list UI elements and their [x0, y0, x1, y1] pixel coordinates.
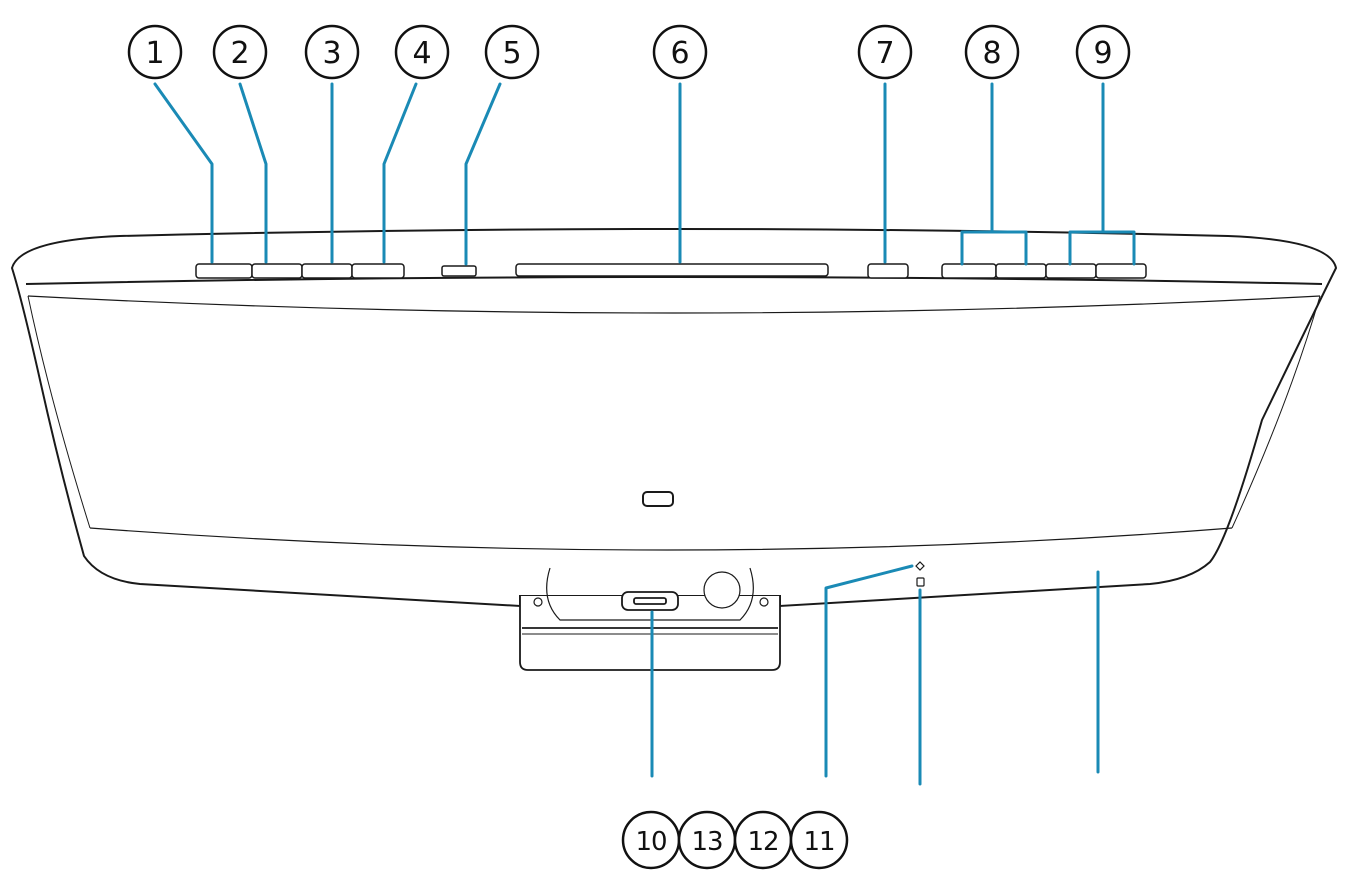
grille-lower-edge — [89, 527, 1233, 551]
callout-1: 1 — [127, 24, 183, 80]
leader-11 — [824, 564, 914, 778]
callout-10: 10 — [621, 810, 681, 870]
callout-3: 3 — [304, 24, 360, 80]
button-1[interactable] — [195, 263, 253, 279]
indicators — [915, 561, 925, 587]
leader-4 — [382, 82, 418, 264]
callout-4: 4 — [394, 24, 450, 80]
callout-11: 11 — [789, 810, 849, 870]
dock-base — [519, 596, 781, 671]
top-leader-lines — [153, 82, 1136, 266]
ir-sensor — [915, 561, 925, 571]
callout-2: 2 — [212, 24, 268, 80]
button-2[interactable] — [251, 263, 303, 279]
grille-upper-edge — [27, 295, 1321, 314]
button-3[interactable] — [301, 263, 353, 279]
callout-10-label: 10 — [635, 827, 666, 857]
dock-screw-right — [759, 597, 769, 607]
center-logo-slot — [642, 491, 674, 507]
callout-8: 8 — [964, 24, 1020, 80]
speaker-shell — [10, 228, 1338, 608]
callout-7-label: 7 — [875, 36, 894, 71]
callout-7: 7 — [857, 24, 913, 80]
front-contour-right — [1231, 295, 1321, 529]
leader-2 — [238, 82, 268, 264]
dock-connector-pin — [633, 597, 667, 605]
callout-8-label: 8 — [982, 36, 1001, 71]
callout-2-label: 2 — [230, 36, 249, 71]
callout-13: 13 — [677, 810, 737, 870]
leader-5 — [464, 82, 502, 266]
leader-9-bracket — [1068, 230, 1136, 266]
callout-13-label: 13 — [691, 827, 722, 857]
top-controls — [195, 263, 1147, 279]
callout-1-label: 1 — [145, 36, 164, 71]
standby-indicator — [916, 577, 925, 587]
callout-9: 9 — [1075, 24, 1131, 80]
callout-5: 5 — [484, 24, 540, 80]
callout-11-label: 11 — [803, 827, 834, 857]
top-callouts: 1 2 3 4 5 6 7 8 — [127, 24, 1131, 80]
dock-tray — [546, 567, 754, 621]
callout-4-label: 4 — [412, 36, 431, 71]
callout-6-label: 6 — [670, 36, 689, 71]
callout-6: 6 — [652, 24, 708, 80]
usb-port[interactable] — [441, 265, 477, 277]
callout-5-label: 5 — [502, 36, 521, 71]
leader-8-bracket — [960, 230, 1028, 266]
callout-3-label: 3 — [322, 36, 341, 71]
button-9-right[interactable] — [1095, 263, 1147, 279]
dock-screw-left — [533, 597, 543, 607]
button-7[interactable] — [867, 263, 909, 279]
bottom-callouts: 10 13 12 11 — [621, 810, 849, 870]
front-contour-left — [27, 295, 91, 529]
button-4[interactable] — [351, 263, 405, 279]
callout-12-label: 12 — [747, 827, 778, 857]
display-panel — [515, 263, 829, 277]
button-8-left[interactable] — [941, 263, 997, 279]
speaker-body — [10, 228, 1338, 608]
button-9-left[interactable] — [1045, 263, 1097, 279]
dock-cradle — [519, 567, 781, 671]
top-panel-edge — [25, 276, 1323, 285]
button-8-right[interactable] — [995, 263, 1047, 279]
leader-1 — [153, 82, 214, 264]
callout-9-label: 9 — [1093, 36, 1112, 71]
dock-knob — [703, 571, 741, 609]
callout-12: 12 — [733, 810, 793, 870]
bottom-leader-lines — [650, 564, 1100, 786]
